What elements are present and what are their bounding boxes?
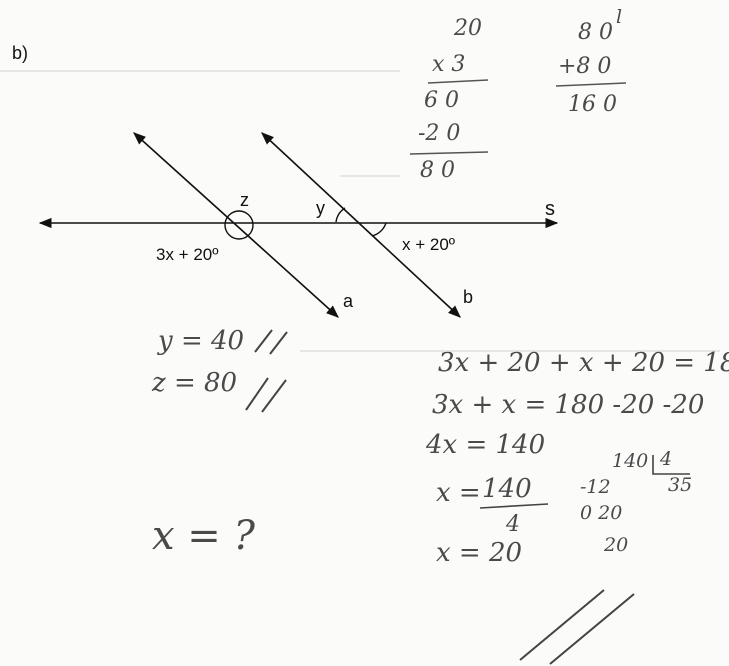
solution-eq4-den: 4 [506, 512, 520, 537]
scratch-rule-1 [427, 79, 489, 84]
angle-arc-x20 [371, 222, 387, 237]
answer-z: z = 80 [152, 368, 238, 398]
division-quotient: 35 [668, 474, 693, 496]
scratch-col2-line3: 16 0 [568, 92, 617, 117]
check-marks-y [254, 329, 288, 355]
line-a [133, 132, 339, 318]
solution-eq5: x = 20 [436, 538, 523, 568]
line-b [261, 132, 461, 318]
solution-eq4-num: 140 [482, 474, 532, 504]
check-marks-z [245, 377, 287, 413]
fraction-bar [479, 503, 549, 509]
angle-arc-z [224, 210, 254, 240]
scratch-col1-line1: 20 [454, 16, 482, 41]
label-s: s [545, 198, 555, 220]
problem-label: b) [12, 43, 29, 63]
final-check-marks [519, 589, 635, 665]
label-a: a [343, 291, 354, 311]
scratch-col1-line4: -2 0 [418, 121, 461, 146]
solution-eq4-left: x = [436, 478, 481, 508]
division-step2: 0 20 [580, 502, 623, 524]
scan-artifact [0, 70, 400, 72]
scratch-col1-line3: 6 0 [424, 88, 459, 113]
division-step1: -12 [580, 476, 611, 498]
scratch-col2-superscript: l [616, 6, 623, 28]
scratch-rule-2 [409, 151, 489, 155]
division-bracket [652, 455, 690, 475]
scratch-col1-line2: x 3 [432, 52, 466, 77]
scratch-col2-line1: 8 0 [578, 20, 613, 45]
scratch-rule-3 [555, 82, 627, 87]
label-y: y [316, 198, 325, 218]
solution-eq1: 3x + 20 + x + 20 = 18 [438, 348, 729, 378]
question-x: x = ? [152, 513, 255, 559]
label-z: z [240, 190, 249, 210]
solution-eq3: 4x = 140 [426, 430, 546, 460]
scan-artifact [300, 350, 720, 352]
scratch-col1-line5: 8 0 [420, 158, 455, 183]
angle-arc-y [335, 207, 346, 223]
angle-left-expr: 3x + 20º [156, 245, 219, 264]
angle-right-expr: x + 20º [402, 235, 455, 254]
division-divisor: 4 [660, 448, 673, 470]
label-b: b [463, 287, 474, 307]
answer-y: y = 40 [158, 326, 245, 356]
division-dividend: 140 [612, 450, 649, 472]
solution-eq2: 3x + x = 180 -20 -20 [432, 390, 705, 420]
division-step3: 20 [604, 534, 629, 556]
scratch-col2-line2: +8 0 [558, 54, 612, 79]
